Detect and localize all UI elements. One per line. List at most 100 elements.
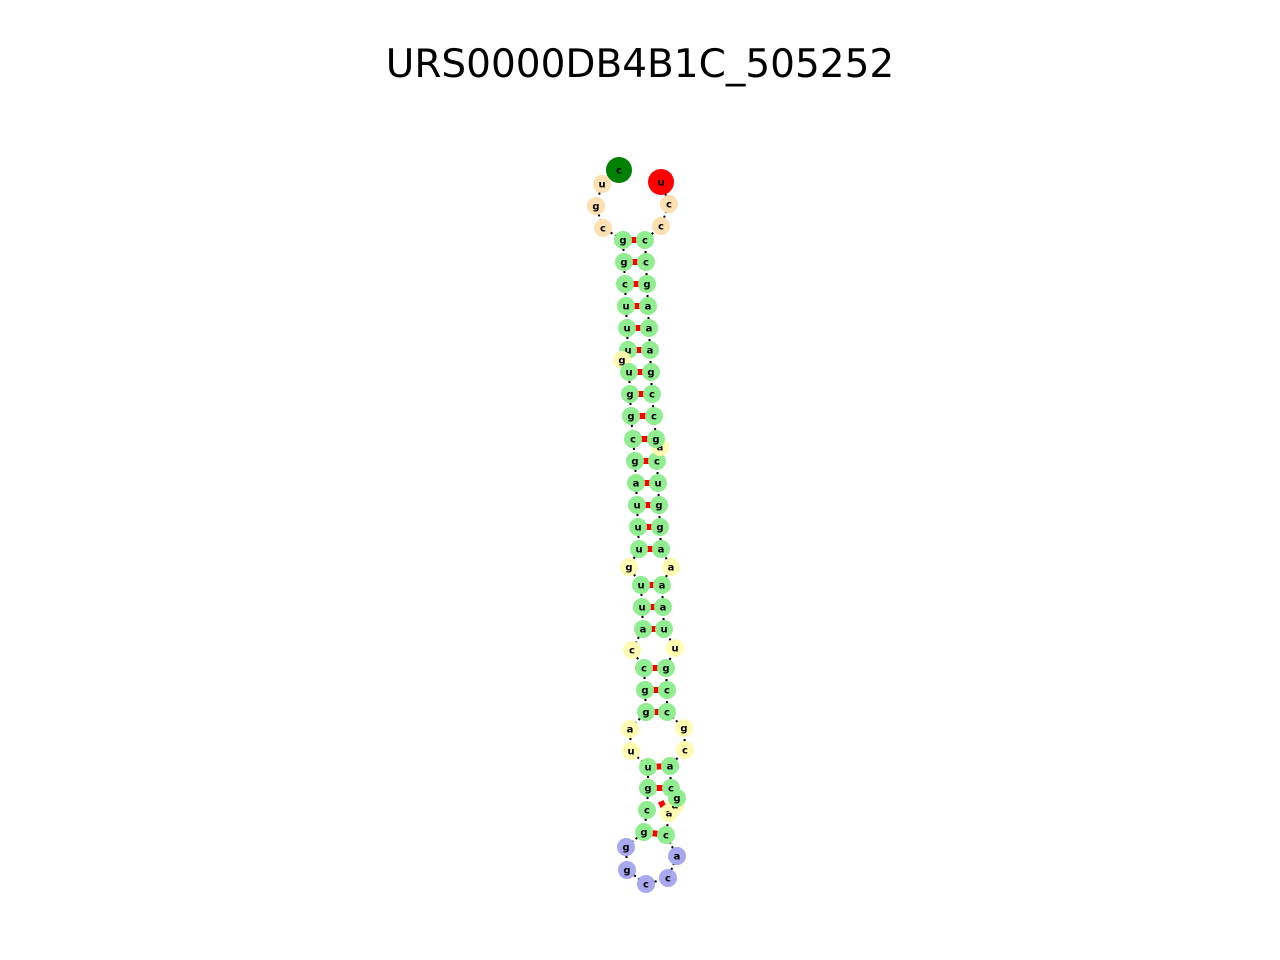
nucleotide-circle [662,558,680,576]
nucleotide-letter: a [660,603,667,614]
stem-nucleotide: u [618,319,636,337]
nucleotide-letter: u [638,603,645,614]
nucleotide-letter: c [664,686,670,697]
nucleotide-circle [616,275,634,293]
nucleotide-letter: u [623,324,630,335]
nucleotide-letter: g [619,236,626,247]
nucleotide-letter: g [631,457,638,468]
nucleotide-circle [620,363,638,381]
nucleotide-letter: c [682,746,688,757]
stem-nucleotide: c [638,801,656,819]
nucleotide-letter: c [664,708,670,719]
nucleotide-circle [622,407,640,425]
nucleotide-circle [662,779,680,797]
three-prime-tail-nucleotide: c [660,195,678,213]
stem-nucleotide: c [636,231,654,249]
nucleotide-letter: u [637,581,644,592]
nucleotide-letter: u [598,180,605,191]
nucleotide-letter: g [652,435,659,446]
hairpin-loop-nucleotide: a [668,847,686,865]
nucleotide-letter: g [647,368,654,379]
nucleotide-letter: g [655,501,662,512]
nucleotide-circle [617,297,635,315]
nucleotide-letter: g [618,356,625,367]
stem-nucleotide: g [647,430,665,448]
nucleotide-circle [622,742,640,760]
nucleotide-letter: g [592,202,599,213]
nucleotide-circle [668,847,686,865]
hairpin-loop-nucleotide: g [618,861,636,879]
nucleotide-letter: g [673,794,680,805]
nucleotide-circle [648,452,666,470]
nucleotide-circle [639,779,657,797]
nucleotide-letter: c [642,236,648,247]
stem-nucleotide: g [639,779,657,797]
hairpin-loop-nucleotide: c [659,869,677,887]
nucleotide-letter: a [633,479,640,490]
nucleotide-circle [632,576,650,594]
stem-nucleotide: g [615,253,633,271]
nucleotide-letter: c [600,224,606,235]
nucleotide-letter: u [635,545,642,556]
nucleotide-letter: c [649,390,655,401]
hairpin-loop-nucleotide: g [617,838,635,856]
loop-nucleotide: a [662,558,680,576]
nucleotide-letter: u [654,479,661,490]
nucleotide-letter: u [625,368,632,379]
loop-nucleotide: c [676,741,694,759]
nucleotide-letter: c [622,280,628,291]
nucleotide-circle [637,703,655,721]
nucleotide-letter: c [643,258,649,269]
nucleotide-letter: c [651,412,657,423]
nucleotide-circle [617,838,635,856]
nucleotide-letter: u [633,501,640,512]
nucleotide-letter: a [627,725,634,736]
nucleotide-circle [641,341,659,359]
stem-nucleotide: u [628,496,646,514]
nucleotide-circle [654,598,672,616]
loop-nucleotide: g [675,719,693,737]
stem-nucleotide: g [626,452,644,470]
nucleotide-letter: a [646,324,653,335]
stem-nucleotide: g [635,823,653,841]
nucleotide-letter: a [647,346,654,357]
stem-nucleotide: g [636,681,654,699]
loop-nucleotide: u [666,639,684,657]
stem-nucleotide: u [655,620,673,638]
nucleotide-circle [650,496,668,514]
nucleotide-circle [642,363,660,381]
nucleotide-circle [587,197,605,215]
stem-nucleotide: a [639,297,657,315]
stem-nucleotide: g [622,407,640,425]
nucleotide-circle [618,861,636,879]
three-prime-tail-nucleotide: c [652,217,670,235]
nucleotide-circle [653,576,671,594]
nucleotide-letter: g [643,280,650,291]
stem-nucleotide: g [650,496,668,514]
nucleotide-circle [645,407,663,425]
nucleotide-letter: g [620,258,627,269]
nucleotide-circle [594,219,612,237]
nucleotide-circle [676,741,694,759]
stem-nucleotide: c [616,275,634,293]
nucleotide-circle [652,217,670,235]
stem-nucleotide: c [658,703,676,721]
nucleotide-letter: c [654,457,660,468]
stem-nucleotide: g [651,518,669,536]
loop-nucleotide: g [620,558,638,576]
nucleotide-circle [675,719,693,737]
nucleotide-letter: c [643,880,649,891]
stem-nucleotide: a [634,620,652,638]
nucleotide-letter: u [634,523,641,534]
nucleotide-circle [635,823,653,841]
stem-nucleotide: a [641,341,659,359]
nucleotide-letter: g [627,412,634,423]
stem-nucleotide: u [620,363,638,381]
stem-nucleotide: c [662,779,680,797]
nucleotide-letter: u [627,747,634,758]
stem-nucleotide: c [624,430,642,448]
five-prime-tail-nucleotide: g [587,197,605,215]
nucleotide-layer: cugcggcuuuguggcgauuuguuaccggauugcgggccac… [587,157,694,893]
nucleotide-letter: a [640,625,647,636]
